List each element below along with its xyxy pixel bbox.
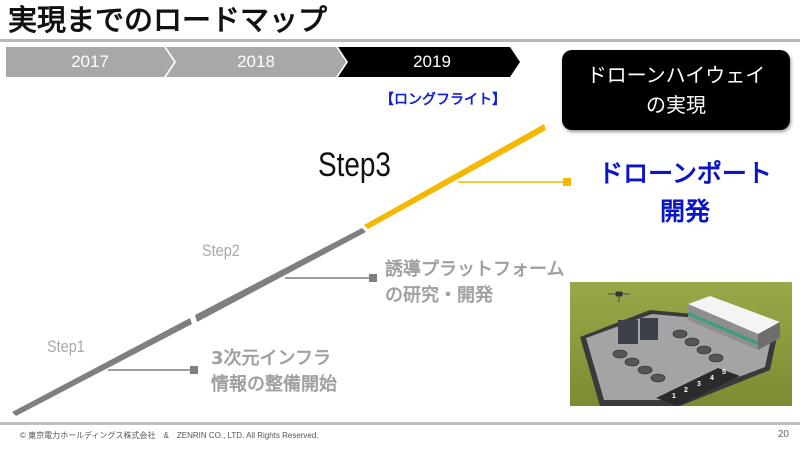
goal-line1: ドローンハイウェイ — [586, 63, 766, 87]
svg-text:5: 5 — [722, 369, 726, 376]
step1-label: Step1 — [47, 337, 85, 356]
drone-icon — [608, 291, 630, 302]
step2-marker — [369, 274, 377, 282]
long-flight-label: 【ロングフライト】 — [380, 92, 506, 108]
svg-text:1: 1 — [672, 393, 676, 400]
drone-port-image: 1 2 3 4 5 — [570, 282, 792, 406]
svg-text:4: 4 — [710, 375, 714, 382]
step3-bar — [364, 124, 546, 229]
footer-divider — [0, 422, 800, 425]
goal-box: ドローンハイウェイ の実現 — [562, 50, 790, 130]
step2-bar — [195, 228, 366, 322]
year-timeline: 2017 2018 2019 — [6, 47, 520, 77]
year-chevron-2019: 2019 — [338, 47, 520, 77]
title-divider — [0, 39, 800, 42]
slide-title: 実現までのロードマップ — [8, 3, 328, 37]
svg-text:3: 3 — [697, 381, 701, 388]
step1-description: 3次元インフラ 情報の整備開始 — [211, 348, 337, 395]
goal-line2: の実現 — [646, 93, 706, 117]
drone-port-illustration: 1 2 3 4 5 — [570, 282, 792, 406]
step2-description: 誘導プラットフォーム の研究・開発 — [385, 259, 565, 306]
step3-label: Step3 — [318, 146, 391, 184]
year-chevron-2017: 2017 — [6, 47, 174, 77]
step3-marker — [563, 178, 571, 186]
page-number: 20 — [777, 429, 789, 440]
svg-text:2: 2 — [684, 387, 688, 394]
step1-bar — [12, 318, 192, 416]
copyright-footer: © 東京電力ホールディングス株式会社 & ZENRIN CO., LTD. Al… — [20, 431, 319, 440]
year-chevron-2018: 2018 — [166, 47, 346, 77]
step2-label: Step2 — [202, 241, 240, 260]
step3-description: ドローンポート 開発 — [598, 159, 772, 226]
step1-marker — [190, 366, 198, 374]
